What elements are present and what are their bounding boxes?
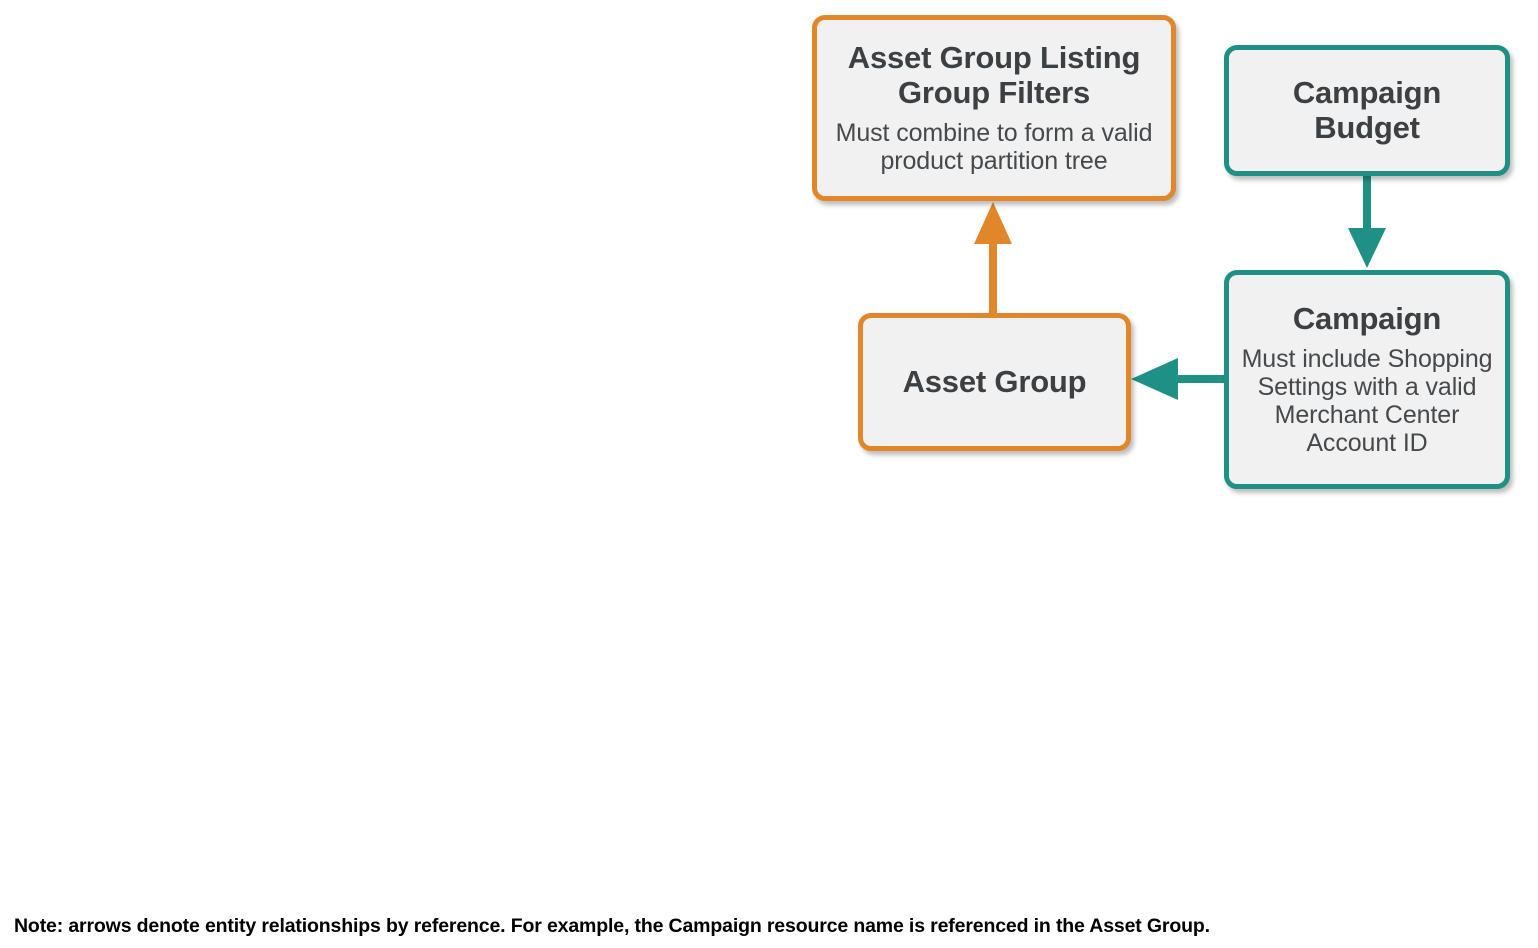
node-subtitle-asset-group-listing-group-filters: Must combine to form a valid product par… (835, 119, 1153, 176)
node-campaign[interactable]: Campaign Must include Shopping Settings … (1224, 270, 1510, 489)
node-title-campaign: Campaign (1292, 300, 1442, 336)
node-title-asset-group: Asset Group (902, 363, 1087, 399)
arrowhead-up-orange (974, 202, 1012, 244)
edge-campaign-budget-to-campaign (1348, 176, 1386, 268)
arrowhead-left-teal (1131, 358, 1178, 400)
node-title-campaign-budget: Campaign Budget (1292, 74, 1442, 145)
node-campaign-budget[interactable]: Campaign Budget (1224, 45, 1510, 176)
node-asset-group-listing-group-filters[interactable]: Asset Group Listing Group Filters Must c… (812, 15, 1176, 201)
node-title-asset-group-listing-group-filters: Asset Group Listing Group Filters (847, 39, 1141, 110)
node-asset-group[interactable]: Asset Group (858, 313, 1131, 451)
edge-campaign-to-asset-group (1131, 358, 1224, 400)
diagram-footnote: Note: arrows denote entity relationships… (14, 915, 1210, 937)
edge-asset-group-to-listing-group-filters (974, 202, 1012, 313)
node-subtitle-campaign: Must include Shopping Settings with a va… (1241, 345, 1493, 458)
arrowhead-down-teal (1348, 228, 1386, 268)
